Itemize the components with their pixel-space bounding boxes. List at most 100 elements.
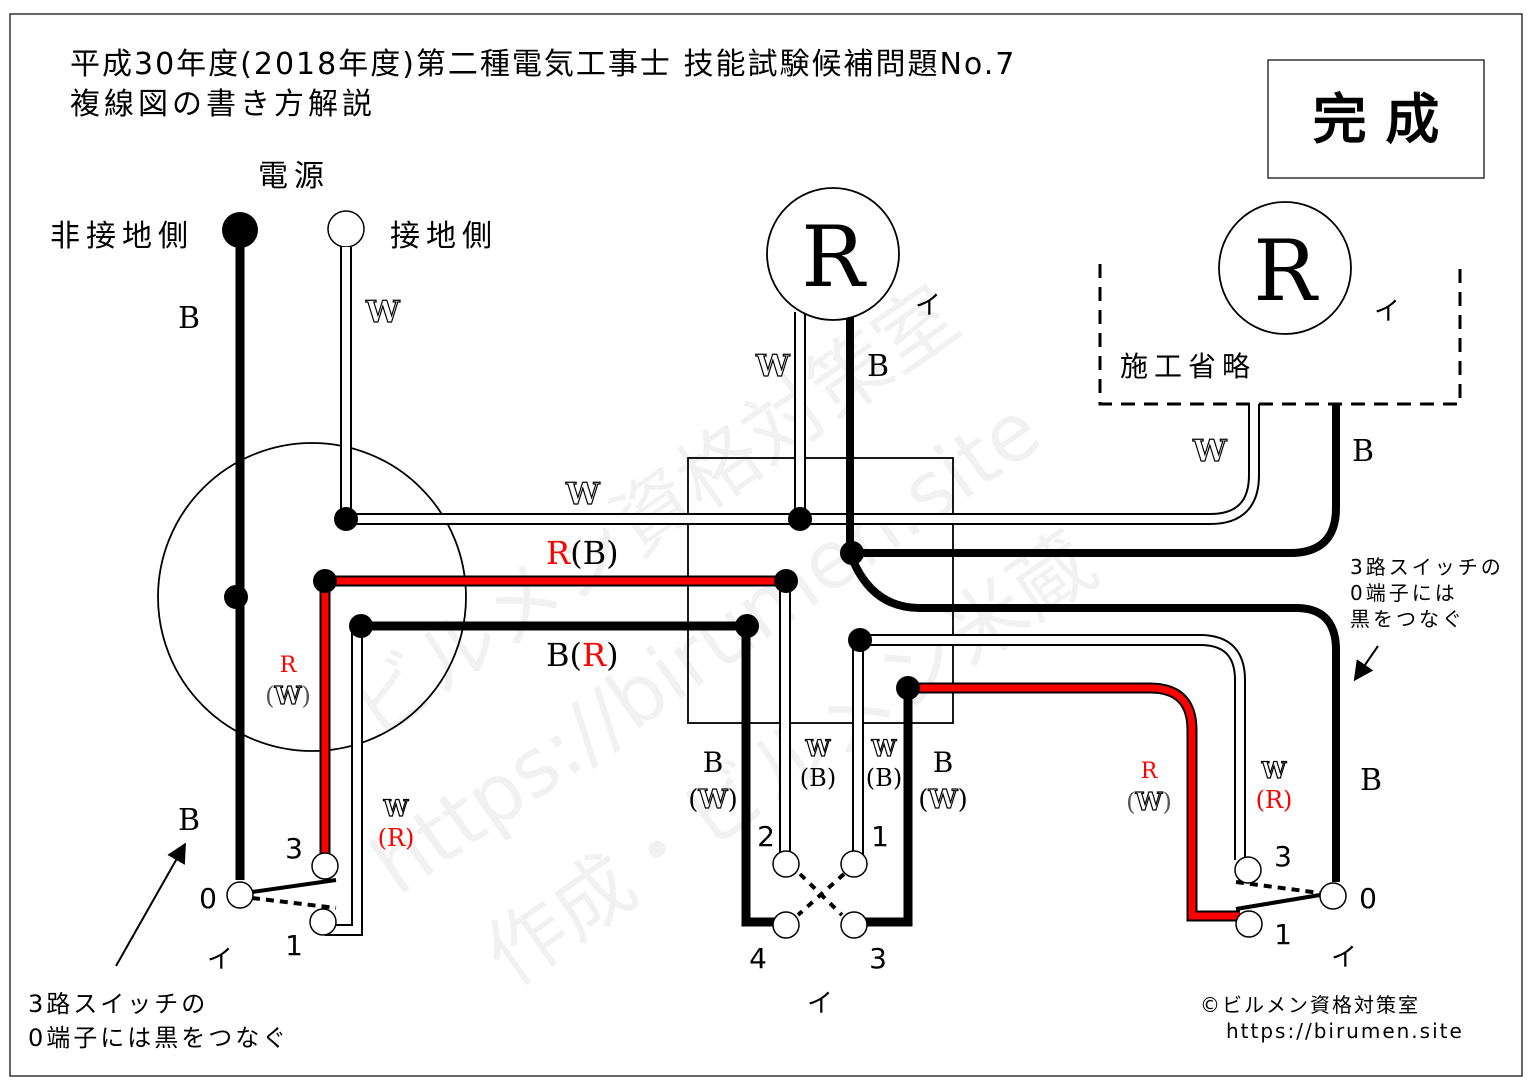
label-left-white-alt-text: R xyxy=(387,824,406,852)
label-lamp1-black: B xyxy=(867,349,889,384)
outer-frame xyxy=(9,13,1523,1077)
lamp-2-marker: イ xyxy=(1374,297,1400,327)
junction-box-left xyxy=(157,442,467,752)
label-fourway-left-alt: (W) xyxy=(688,785,738,815)
terminal-4-label: 4 xyxy=(749,942,767,975)
terminal-2 xyxy=(772,850,800,878)
left-note-line2: 0端子には黒をつなぐ xyxy=(28,1024,289,1052)
wire-red-traveler xyxy=(319,575,785,866)
junction-dot xyxy=(788,507,812,531)
label-right-white-alt-text: R xyxy=(1265,786,1284,814)
right-note-arrow xyxy=(1353,645,1379,682)
terminal-0-label: 0 xyxy=(199,882,217,915)
label-left-red-alt: (W) xyxy=(265,681,311,710)
label-fourway-inner-left-main: W xyxy=(805,736,831,762)
right-note-line1: 3路スイッチの xyxy=(1350,555,1504,579)
junction-dot xyxy=(774,569,798,593)
lamp-2-symbol: R xyxy=(1253,222,1319,320)
left-switch-marker: イ xyxy=(207,945,233,975)
junction-dot xyxy=(840,541,864,565)
lamp-1-marker: イ xyxy=(915,291,941,321)
wire-black-traveler xyxy=(361,621,784,927)
terminal-3 xyxy=(840,911,868,939)
copyright-line1: ©ビルメン資格対策室 xyxy=(1200,993,1420,1017)
junction-dot xyxy=(313,569,337,593)
junction-dot xyxy=(224,585,248,609)
label-lamp2-white: W xyxy=(1192,434,1228,469)
title-line1: 平成30年度(2018年度)第二種電気工事士 技能試験候補問題No.7 xyxy=(70,47,1016,82)
wire-white-fourway-1 xyxy=(852,634,1246,860)
neutral-terminal xyxy=(327,210,365,248)
power-source-label: 電源 xyxy=(258,159,330,194)
label-fourway-left-main: B xyxy=(703,746,724,779)
junction-dot xyxy=(735,614,759,638)
label-fourway-left-alt-text: W xyxy=(697,785,728,815)
terminal-1 xyxy=(1235,910,1263,938)
right-3way-switch: 0 1 3 イ xyxy=(1234,840,1377,973)
watermark: ビルメン資格対策室 https://birumen.site 作成・ビルメン米蔵 xyxy=(332,268,1111,1004)
label-lamp1-white: W xyxy=(755,349,791,384)
label-left-white-alt: (R) xyxy=(378,824,415,852)
label-lamp2-black: B xyxy=(1352,434,1374,469)
label-right-red-alt: (W) xyxy=(1126,787,1172,816)
label-left-white-main: W xyxy=(383,796,409,822)
label-left-switch-black: B xyxy=(178,803,200,838)
label-fourway-inner-left-alt: (B) xyxy=(800,764,836,792)
label-source-white: W xyxy=(365,295,401,330)
right-note-line3: 黒をつなぐ xyxy=(1350,607,1465,631)
label-traveler-top-main: R xyxy=(546,534,571,572)
neutral-side-label: 接地側 xyxy=(390,219,498,254)
completed-badge-label: 完 成 xyxy=(1313,88,1440,151)
label-traveler-bottom-main: B xyxy=(546,636,570,674)
label-right-red-alt-text: W xyxy=(1135,787,1164,816)
terminal-0 xyxy=(1319,882,1347,910)
four-way-switch: 1 2 3 4 イ xyxy=(749,820,889,1019)
lamp-1 xyxy=(766,187,900,321)
wire-black-right-switch xyxy=(846,551,1340,882)
omitted-label: 施工省略 xyxy=(1120,350,1256,383)
terminal-0 xyxy=(226,881,254,909)
label-fourway-right-main: B xyxy=(933,746,954,779)
left-note-line1: 3路スイッチの xyxy=(28,990,208,1018)
title-line2: 複線図の書き方解説 xyxy=(70,87,376,122)
hot-side-label: 非接地側 xyxy=(50,219,194,254)
wire-white-left-switch xyxy=(325,626,363,936)
left-3way-switch: 0 1 3 イ xyxy=(199,832,339,975)
four-way-marker: イ xyxy=(807,989,833,1019)
lamp-1-symbol: R xyxy=(801,208,867,306)
label-feed-white: W xyxy=(565,477,601,512)
right-switch-marker: イ xyxy=(1331,943,1357,973)
lamp-2 xyxy=(1218,201,1352,335)
wire-black-lamp xyxy=(846,316,1340,557)
junction-dot xyxy=(349,614,373,638)
label-fourway-inner-right-alt: (B) xyxy=(866,764,902,792)
terminal-4 xyxy=(772,911,800,939)
label-right-white-main: W xyxy=(1261,758,1287,784)
terminal-3-label: 3 xyxy=(1274,840,1292,873)
right-note-line2: 0端子には xyxy=(1350,581,1458,605)
label-fourway-right-alt-text: W xyxy=(927,785,958,815)
label-source-black: B xyxy=(178,301,200,336)
label-right-white-alt: (R) xyxy=(1256,786,1293,814)
junction-dot xyxy=(896,676,920,700)
junction-dot xyxy=(334,507,358,531)
omitted-box xyxy=(1098,264,1462,406)
label-fourway-right-alt: (W) xyxy=(918,785,968,815)
copyright-line2: https://birumen.site xyxy=(1226,1019,1464,1043)
terminal-1 xyxy=(840,850,868,878)
wire-black-fourway-3 xyxy=(858,688,913,927)
terminal-3 xyxy=(311,852,339,880)
left-note-arrow xyxy=(115,842,186,967)
wire-red-right xyxy=(908,682,1240,922)
label-right-red-main: R xyxy=(1141,759,1159,784)
label-fourway-inner-right-main: W xyxy=(871,736,897,762)
label-traveler-top-alt: B xyxy=(583,534,607,572)
label-traveler-top: R(B) xyxy=(546,534,619,572)
junction-dot xyxy=(848,628,872,652)
label-left-red-main: R xyxy=(280,653,298,678)
completed-badge xyxy=(1267,59,1485,179)
terminal-1 xyxy=(309,908,337,936)
junction-box-center xyxy=(687,457,954,724)
label-traveler-bottom-alt: R xyxy=(582,636,607,674)
